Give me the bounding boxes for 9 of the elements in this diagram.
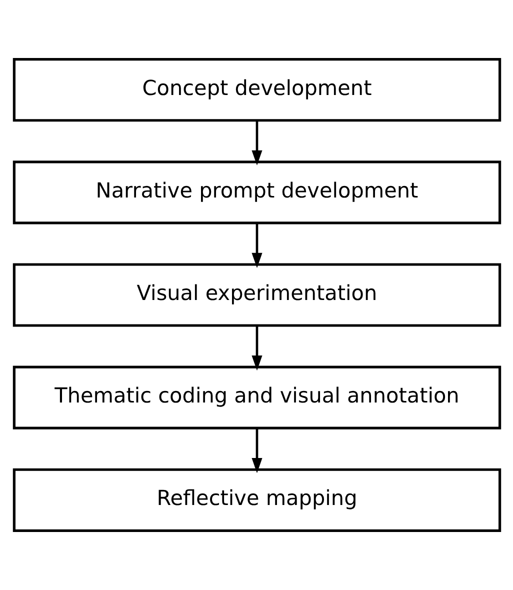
node-box: Narrative prompt development	[12, 160, 501, 224]
arrow	[251, 428, 262, 474]
node-box: Reflective mapping	[12, 468, 501, 532]
arrow	[251, 326, 262, 371]
arrow	[251, 120, 262, 166]
node-box: Thematic coding and visual annotation	[12, 366, 501, 430]
node-box: Concept development	[12, 58, 501, 122]
arrow	[251, 223, 262, 268]
node-box: Visual experimentation	[12, 263, 501, 327]
